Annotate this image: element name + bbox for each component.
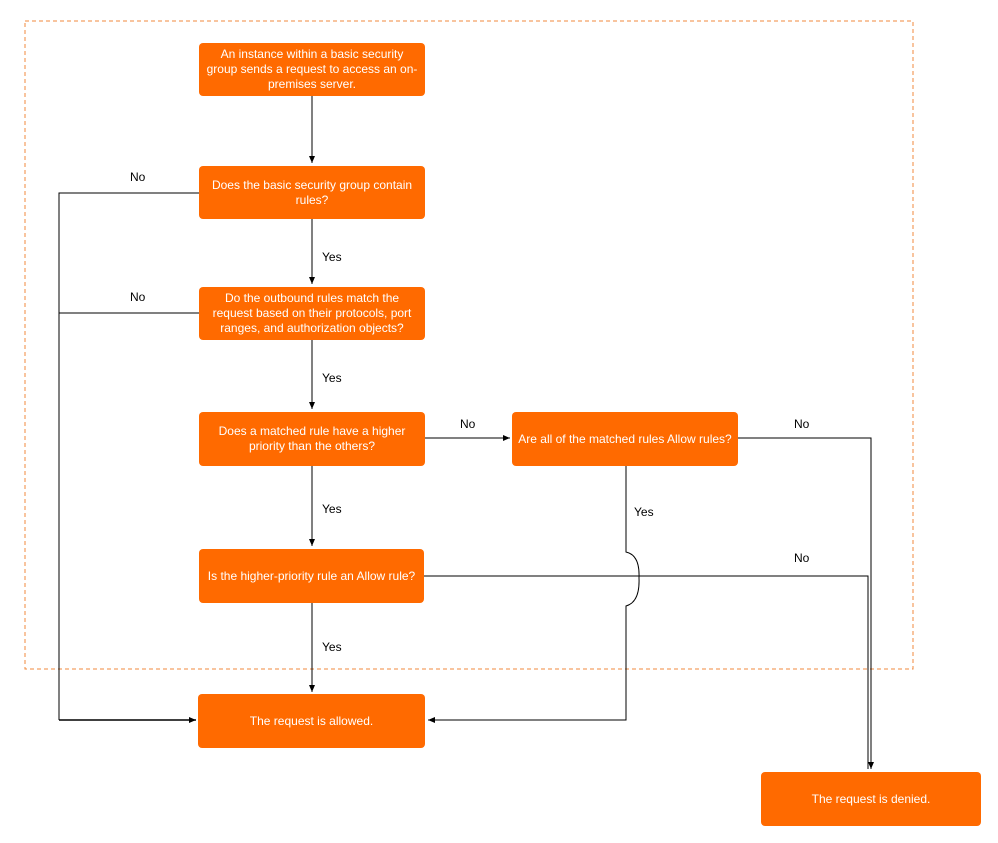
label-no-allow-rule: No: [794, 551, 810, 565]
node-start: An instance within a basic security grou…: [199, 43, 425, 96]
label-yes-contain: Yes: [322, 250, 342, 264]
node-denied: The request is denied.: [761, 772, 981, 826]
label-yes-allow-rule: Yes: [322, 640, 342, 654]
label-no-contain: No: [130, 170, 146, 184]
label-no-all-allow: No: [794, 417, 810, 431]
node-outbound-match: Do the outbound rules match the request …: [199, 287, 425, 340]
node-higher-priority: Does a matched rule have a higher priori…: [199, 412, 425, 466]
node-is-allow-rule: Is the higher-priority rule an Allow rul…: [199, 549, 424, 603]
label-yes-priority: Yes: [322, 502, 342, 516]
node-contain-rules: Does the basic security group contain ru…: [199, 166, 425, 219]
connector-all-allow-yes: [428, 466, 640, 723]
connector-contain-no: [58, 192, 199, 720]
label-no-match: No: [130, 290, 146, 304]
connector-all-allow-no: [738, 437, 874, 769]
label-yes-match: Yes: [322, 371, 342, 385]
connector-allowrule-no: [424, 575, 869, 769]
security-group-boundary: [24, 20, 914, 670]
label-no-priority: No: [460, 417, 476, 431]
node-all-allow: Are all of the matched rules Allow rules…: [512, 412, 738, 466]
node-allowed: The request is allowed.: [198, 694, 425, 748]
label-yes-all-allow: Yes: [634, 505, 654, 519]
